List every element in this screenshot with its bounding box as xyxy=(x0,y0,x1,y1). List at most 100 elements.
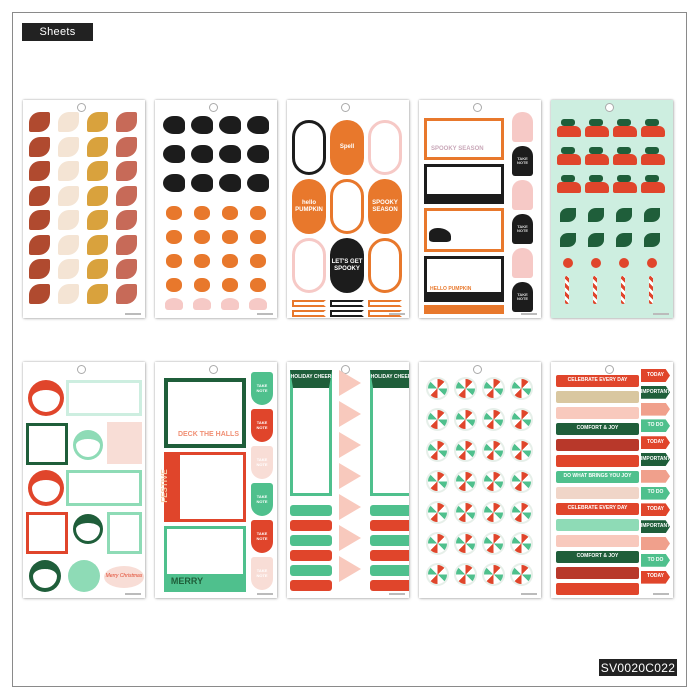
leaf-tab-sticker xyxy=(87,112,108,132)
brand-mark xyxy=(125,313,141,315)
brand-mark xyxy=(257,593,273,595)
tree-on-car xyxy=(589,175,603,182)
washi-banner-sticker: COMFORT & JOY xyxy=(556,551,639,563)
black-cat-sticker xyxy=(163,174,185,192)
peppermint-circle-sticker xyxy=(482,408,505,431)
small-label-sticker xyxy=(370,520,409,531)
take-note-tab xyxy=(512,180,533,210)
leaf-tab-sticker xyxy=(87,161,108,181)
hanging-hole xyxy=(77,103,86,112)
pumpkin-sticker xyxy=(194,206,210,220)
today-green-circle: today xyxy=(29,560,61,592)
hanging-hole xyxy=(341,365,350,374)
leaf-tab-sticker xyxy=(29,259,50,279)
candy-cane-sticker xyxy=(593,276,597,304)
red-car-sticker xyxy=(557,154,581,165)
car-circle-sticker xyxy=(68,560,100,592)
peppermint-sticker xyxy=(619,258,629,268)
side-flag-tab: TODAY xyxy=(641,369,670,382)
washi-banner-sticker: COMFORT & JOY xyxy=(556,423,639,435)
today-circle-label: TODAY xyxy=(28,380,64,416)
leaf-tab-sticker xyxy=(29,185,50,206)
candy-cane-sticker xyxy=(621,276,625,304)
to-do-triangle xyxy=(339,463,361,489)
flag-banner-sticker xyxy=(368,300,402,307)
peppermint-circle-sticker xyxy=(426,501,449,524)
peppermint-circle-sticker xyxy=(510,439,533,462)
red-car-sticker xyxy=(613,182,637,193)
pumpkin-sticker xyxy=(166,254,182,268)
leaf-tab-sticker xyxy=(116,283,137,304)
take-note-tab: TAKE NOTE xyxy=(251,372,273,405)
flag-banner-sticker xyxy=(330,310,364,317)
peppermint-circle-sticker xyxy=(454,532,477,555)
peppermint-circle-sticker xyxy=(482,470,505,493)
pumpkin-sticker xyxy=(250,230,266,244)
oval-label-sticker xyxy=(292,120,326,175)
take-note-tab: TAKE NOTE xyxy=(251,557,273,590)
washi-banner-sticker xyxy=(556,439,639,451)
leaf-tab-sticker xyxy=(116,234,137,255)
peppermint-circle-sticker xyxy=(426,408,449,431)
festive-text: FESTIVE xyxy=(159,469,169,503)
green-square-label xyxy=(26,423,68,465)
candy-cane-sticker xyxy=(649,276,653,304)
hanging-hole xyxy=(341,103,350,112)
to-do-triangle xyxy=(339,401,361,427)
side-flag-tab xyxy=(641,402,670,416)
tree-on-car xyxy=(589,119,603,126)
holiday-cheer-title: HOLIDAY CHEER xyxy=(370,374,409,381)
merry-christmas-oval: Merry Christmas xyxy=(104,566,144,588)
washi-banner-sticker xyxy=(556,487,639,499)
peppermint-circle-sticker xyxy=(426,470,449,493)
leaf-tab-sticker xyxy=(29,283,50,304)
leaf-tab-sticker xyxy=(116,136,137,157)
today-mint-circle: today xyxy=(73,430,103,460)
red-car-sticker xyxy=(585,126,609,137)
leaf-tab-sticker xyxy=(29,234,50,255)
take-note-tab xyxy=(512,112,533,142)
small-label-sticker xyxy=(290,505,332,516)
to-do-triangle xyxy=(339,370,361,396)
small-label-sticker xyxy=(370,505,409,516)
take-note-tab: TAKE NOTE xyxy=(251,446,273,479)
peppermint-circle-sticker xyxy=(426,532,449,555)
leaf-tab-sticker xyxy=(116,210,137,230)
leaf-tab-sticker xyxy=(87,283,108,304)
pumpkin-sticker xyxy=(194,278,210,292)
holly-sticker xyxy=(616,233,632,247)
hanging-hole xyxy=(605,365,614,374)
tree-on-car xyxy=(589,147,603,154)
mushroom-sticker xyxy=(249,298,267,310)
holly-sticker xyxy=(644,208,660,222)
flag-banner-sticker xyxy=(368,310,402,317)
tree-on-car xyxy=(561,119,575,126)
hanging-hole xyxy=(209,365,218,374)
side-flag-tab: TODAY xyxy=(641,503,670,517)
black-cat-sticker xyxy=(219,145,241,163)
oval-label-sticker: LET'S GET SPOOKY xyxy=(330,238,364,293)
peppermint-circle-sticker xyxy=(482,501,505,524)
black-cat-sticker xyxy=(247,174,269,192)
brand-mark xyxy=(389,593,405,595)
black-cat-sticker xyxy=(219,174,241,192)
washi-banner-sticker: CELEBRATE EVERY DAY xyxy=(556,375,639,387)
pumpkin-sticker xyxy=(250,254,266,268)
black-cat-sticker xyxy=(163,116,185,134)
pumpkin-sticker xyxy=(194,230,210,244)
leaf-tab-sticker xyxy=(29,136,50,157)
holly-sticker xyxy=(644,233,660,247)
washi-banner-sticker xyxy=(556,455,639,467)
red-car-sticker xyxy=(613,126,637,137)
red-car-sticker xyxy=(557,182,581,193)
leaf-tab-sticker xyxy=(58,136,79,157)
oval-label-sticker: Spell xyxy=(330,120,364,175)
today-red-circle: TODAY xyxy=(28,470,64,506)
to-do-triangle xyxy=(339,494,361,520)
small-label-sticker xyxy=(370,535,409,546)
take-note-tab: TAKE NOTE xyxy=(251,483,273,516)
holiday-cheer-title: HOLIDAY CHEER xyxy=(290,374,332,381)
side-flag-tab xyxy=(641,469,670,483)
